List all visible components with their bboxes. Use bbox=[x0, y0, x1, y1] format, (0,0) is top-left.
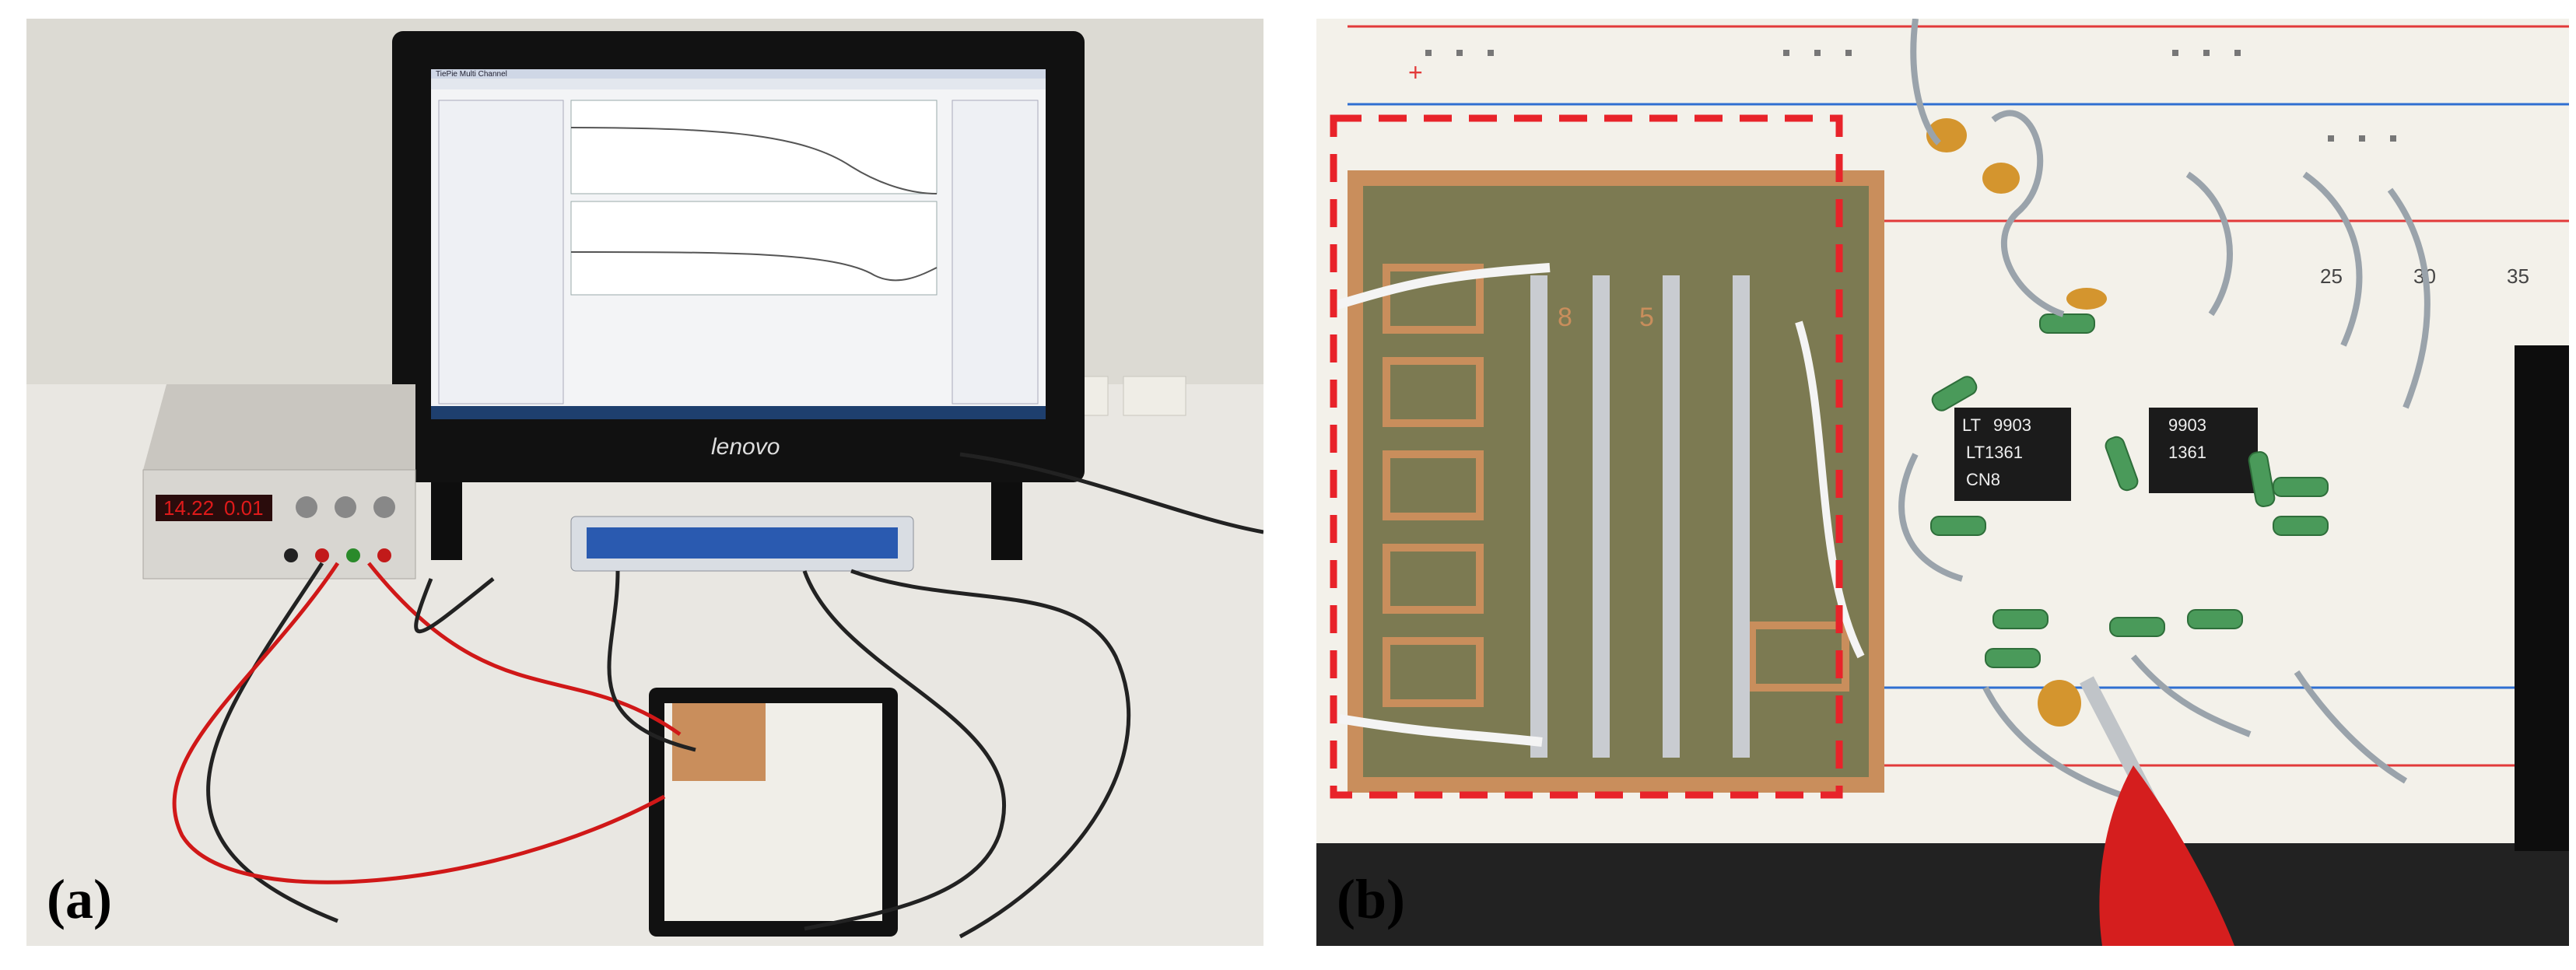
lab-setup-photo: TiePie Multi Channel lenovo 14.22 0.01 bbox=[26, 19, 1263, 946]
resistor bbox=[1930, 516, 1986, 536]
resistor bbox=[2248, 451, 2276, 507]
chip-date-code: 9903 bbox=[1993, 415, 2031, 435]
pcb-label-8: 8 bbox=[1558, 303, 1572, 332]
cable bbox=[850, 569, 1131, 939]
psu-current-readout: 0.01 bbox=[224, 496, 264, 520]
psu-knob bbox=[296, 496, 317, 518]
highlight-dashed-outline bbox=[1330, 114, 1843, 799]
cable bbox=[802, 570, 1007, 931]
panel-label-b: (b) bbox=[1337, 868, 1405, 930]
solder-column bbox=[1593, 275, 1610, 758]
wall-outlet bbox=[1123, 376, 1186, 416]
chip-part-number: LT1361 bbox=[1966, 443, 2023, 462]
panel-a-photo: TiePie Multi Channel lenovo 14.22 0.01 bbox=[26, 19, 1263, 946]
opamp-chip-right: 9903 1361 bbox=[2149, 408, 2258, 493]
psu-knob bbox=[373, 496, 395, 518]
capacitors bbox=[1926, 118, 2107, 727]
app-toolbar bbox=[431, 79, 1046, 89]
filter-pcb bbox=[672, 703, 766, 781]
circuit-closeup-photo: + 25 30 35 8 5 bbox=[1316, 19, 2569, 946]
chip-body bbox=[2149, 408, 2258, 493]
magnitude-curve bbox=[570, 127, 938, 194]
cable bbox=[414, 577, 495, 634]
psu-front bbox=[142, 469, 416, 580]
bode-analyzer-panel bbox=[587, 527, 898, 559]
plus-marking: + bbox=[1408, 58, 1423, 86]
resistor bbox=[2039, 313, 2095, 334]
resistor bbox=[1985, 648, 2041, 668]
app-titlebar bbox=[431, 69, 1046, 79]
taskbar bbox=[431, 406, 1046, 419]
breadboard-holes bbox=[1425, 50, 2396, 142]
resistor bbox=[2273, 516, 2329, 536]
pcb-label-5: 5 bbox=[1639, 303, 1654, 332]
capacitor bbox=[2066, 288, 2107, 310]
smd-columns bbox=[1530, 275, 1750, 758]
solder-column bbox=[1530, 275, 1547, 758]
chip-part-number: 1361 bbox=[2168, 443, 2206, 462]
solder-column bbox=[1663, 275, 1680, 758]
table-edge bbox=[1316, 843, 2569, 946]
cable bbox=[607, 570, 696, 752]
chip-date-code: 9903 bbox=[2168, 415, 2206, 435]
column-number: 25 bbox=[2320, 264, 2343, 288]
cable bbox=[206, 562, 338, 923]
cables bbox=[172, 452, 1263, 939]
psu-display bbox=[156, 495, 272, 521]
wire-white bbox=[1330, 263, 1551, 311]
resistor bbox=[2273, 477, 2329, 497]
psu-knob bbox=[335, 496, 356, 518]
resistor bbox=[2187, 609, 2243, 629]
psu-terminal bbox=[346, 548, 360, 562]
phase-curve bbox=[570, 251, 938, 282]
solder-column bbox=[1733, 275, 1750, 758]
power-supply: 14.22 0.01 bbox=[142, 384, 416, 580]
chip-package-code: CN8 bbox=[1966, 470, 2000, 489]
psu-voltage-readout: 14.22 bbox=[163, 496, 214, 520]
monitor-brand-logo: lenovo bbox=[711, 434, 780, 460]
wire-white bbox=[1339, 714, 1543, 747]
pcb-soldermask bbox=[1363, 186, 1869, 777]
resistors bbox=[1930, 313, 2329, 668]
pcb-traces bbox=[1383, 264, 1849, 707]
connector-block bbox=[2515, 345, 2569, 851]
chip-body bbox=[1954, 408, 2071, 501]
panel-label-a: (a) bbox=[47, 868, 112, 930]
psu-terminal bbox=[377, 548, 391, 562]
psu-terminal bbox=[284, 548, 298, 562]
resistor bbox=[2105, 436, 2139, 492]
monitor: TiePie Multi Channel lenovo bbox=[392, 31, 1085, 560]
column-number: 35 bbox=[2507, 264, 2529, 288]
app-side-panel bbox=[952, 100, 1039, 404]
wire-white bbox=[1795, 320, 1865, 659]
cable bbox=[959, 452, 1263, 534]
psu-terminal bbox=[315, 548, 329, 562]
app-title: TiePie Multi Channel bbox=[436, 70, 507, 79]
chip-logo: LT bbox=[1962, 415, 1981, 435]
bode-magnitude-plot bbox=[570, 100, 938, 194]
opamp-chip-left: LT 9903 LT1361 CN8 bbox=[1954, 408, 2071, 501]
panel-b-photo: + 25 30 35 8 5 bbox=[1316, 19, 2569, 946]
clip-sleeve-red bbox=[2099, 765, 2234, 946]
psu-top bbox=[143, 384, 415, 470]
monitor-leg bbox=[431, 482, 462, 560]
resistor bbox=[2109, 617, 2165, 637]
capacitor bbox=[2038, 680, 2081, 727]
resistor bbox=[1931, 376, 1978, 411]
monitor-leg bbox=[991, 482, 1022, 560]
app-left-panel bbox=[438, 100, 564, 404]
cable bbox=[172, 562, 666, 884]
capacitor bbox=[1982, 163, 2020, 194]
jumper-wires bbox=[1898, 19, 2431, 800]
bode-phase-plot bbox=[570, 201, 938, 296]
resistor bbox=[1992, 609, 2049, 629]
